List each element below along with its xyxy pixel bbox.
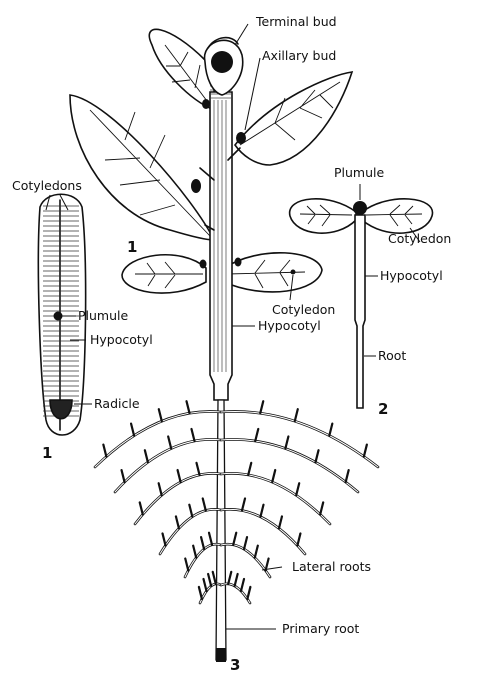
axillary-bud-2 — [236, 132, 246, 144]
rootlet — [140, 502, 143, 514]
rootlet — [244, 537, 247, 549]
rootlet — [192, 429, 195, 441]
rootlet — [131, 424, 134, 436]
rootlet — [329, 424, 332, 436]
rootlet — [103, 445, 106, 457]
lateral-root-highlight — [160, 509, 221, 554]
plant-stem — [210, 92, 232, 400]
axillary-bud-5 — [235, 258, 242, 267]
lateral-root-highlight — [221, 509, 305, 554]
rootlet — [241, 579, 244, 591]
seedling-cotyledon-right — [362, 199, 432, 233]
rootlet — [255, 429, 258, 441]
figure-number-plant: 3 — [230, 656, 240, 674]
rootlet — [201, 537, 204, 549]
label-plumule-seed: Plumule — [78, 308, 129, 323]
rootlet — [145, 450, 148, 462]
figure-number-seed: 1 — [42, 444, 52, 462]
middle-leaf-left — [70, 95, 214, 240]
rootlet — [159, 409, 162, 421]
lateral-root — [160, 509, 221, 554]
rootlet — [168, 436, 171, 448]
rootlet — [295, 409, 298, 421]
label-cotyledons: Cotyledons — [12, 178, 82, 193]
rootlet — [248, 463, 251, 475]
rootlet — [159, 483, 162, 495]
label-hypocotyl-seed: Hypocotyl — [90, 332, 153, 347]
lateral-root — [135, 473, 221, 524]
lateral-root-highlight — [221, 439, 358, 492]
axillary-bud-leader — [245, 58, 260, 130]
rootlet — [178, 470, 181, 482]
lateral-root — [221, 473, 330, 524]
label-radicle: Radicle — [94, 396, 140, 411]
lateral-root-highlight — [115, 439, 221, 492]
rootlet — [213, 572, 216, 584]
cotyledon-dot — [291, 270, 296, 275]
rootlet — [228, 572, 231, 584]
lateral-root — [221, 544, 270, 577]
lateral-root — [221, 439, 358, 492]
rootlet — [209, 533, 212, 545]
figure-number-seedling: 2 — [378, 400, 388, 418]
rootlet — [204, 579, 207, 591]
rootlet — [296, 483, 299, 495]
rootlet — [320, 502, 323, 514]
label-root-seedling: Root — [378, 348, 406, 363]
primary-root-tip — [216, 648, 226, 662]
rootlet — [255, 546, 258, 558]
label-cotyledon-plant: Cotyledon — [272, 302, 335, 317]
rootlet — [233, 533, 236, 545]
stem-figure-mark: 1 — [127, 238, 137, 256]
rootlet — [279, 516, 282, 528]
lateral-root-highlight — [135, 473, 221, 524]
rootlet — [193, 546, 196, 558]
rootlet — [260, 401, 263, 413]
axillary-bud-4 — [200, 260, 207, 269]
label-hypocotyl-plant: Hypocotyl — [258, 318, 321, 333]
rootlet — [122, 470, 125, 482]
label-terminal-bud: Terminal bud — [255, 14, 337, 29]
rootlet — [187, 401, 190, 413]
rootlet — [162, 533, 165, 545]
rootlet — [189, 505, 192, 517]
axillary-bud-1 — [202, 99, 210, 109]
rootlet — [247, 587, 250, 599]
rootlet — [185, 559, 188, 571]
label-cotyledon-seedling: Cotyledon — [388, 231, 451, 246]
seed-plumule-dot — [54, 312, 63, 321]
label-lateral-roots: Lateral roots — [292, 559, 371, 574]
rootlet — [260, 505, 263, 517]
lateral-root — [221, 509, 305, 554]
terminal-bud-leader — [235, 24, 248, 45]
seedling-stem — [355, 215, 365, 408]
seedling-plumule — [353, 201, 367, 215]
label-plumule-seedling: Plumule — [334, 165, 385, 180]
lateral-root — [115, 439, 221, 492]
seedling-cotyledon-left — [290, 199, 356, 233]
rootlet — [197, 463, 200, 475]
axillary-bud-3 — [191, 179, 201, 193]
rootlet — [346, 470, 349, 482]
rootlet — [364, 445, 367, 457]
rootlet — [176, 516, 179, 528]
rootlet — [297, 533, 300, 545]
rootlet — [203, 499, 206, 511]
rootlet — [208, 574, 211, 586]
label-hypocotyl-seedling: Hypocotyl — [380, 268, 443, 283]
rootlet — [242, 499, 245, 511]
rootlet — [235, 574, 238, 586]
label-primary-root: Primary root — [282, 621, 359, 636]
rootlet — [272, 470, 275, 482]
label-axillary-bud: Axillary bud — [262, 48, 336, 63]
terminal-bud-core — [211, 51, 233, 73]
rootlet — [199, 587, 202, 599]
rootlet — [285, 436, 288, 448]
rootlet — [316, 450, 319, 462]
lateral-root-highlight — [221, 473, 330, 524]
seedling-drawing — [290, 184, 433, 408]
